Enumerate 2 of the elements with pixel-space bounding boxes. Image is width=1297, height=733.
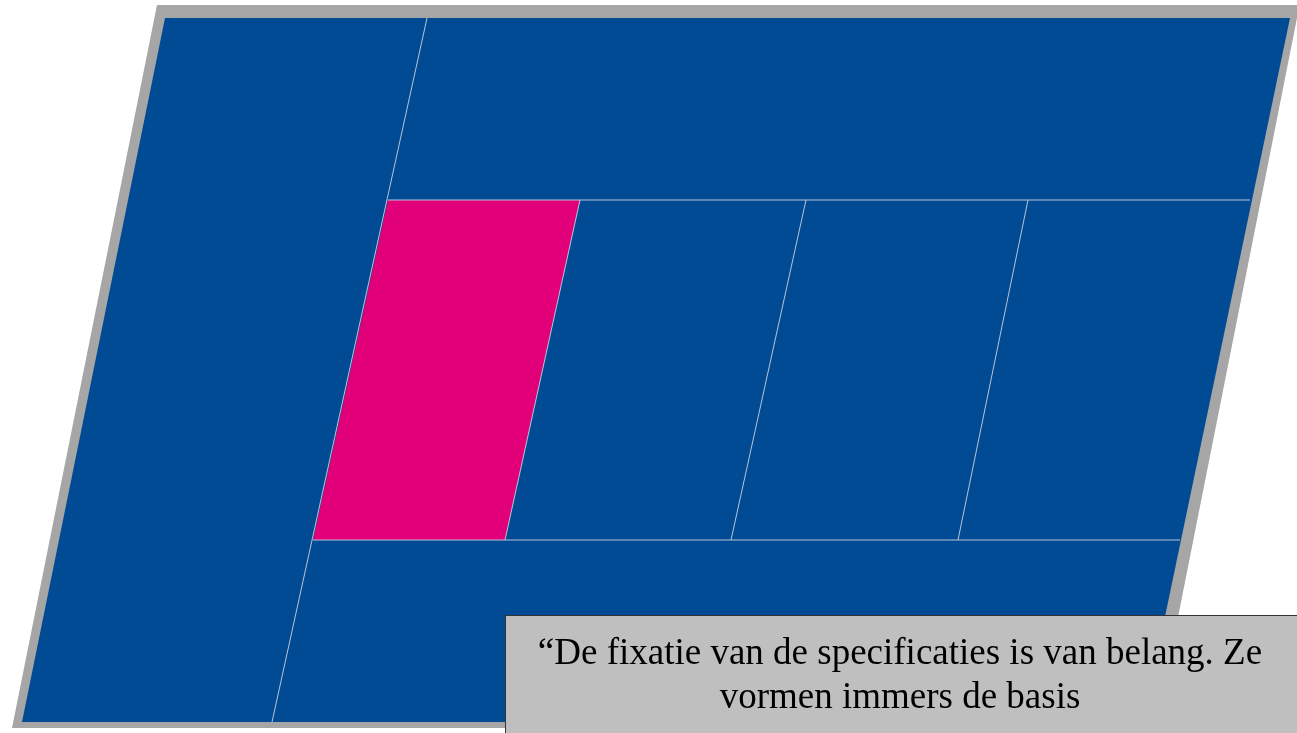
quote-text: “De fixatie van de specificaties is van belang. Ze vormen immers de basis xyxy=(536,630,1264,719)
quote-box xyxy=(505,615,1297,733)
